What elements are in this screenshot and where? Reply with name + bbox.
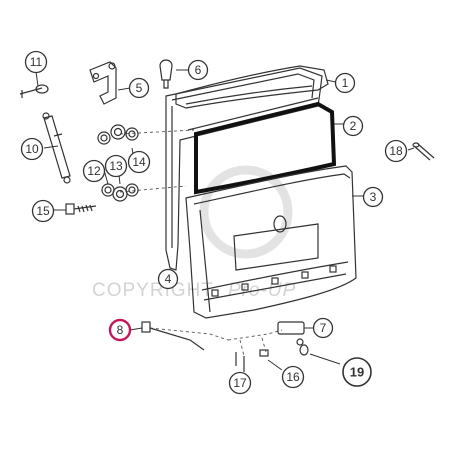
callout-12: 12 (82, 159, 106, 183)
callout-7: 7 (312, 317, 334, 339)
lock-actuator-part (277, 321, 305, 346)
license-lamp-row (211, 265, 337, 297)
svg-text:15: 15 (36, 204, 50, 218)
tailgate-frame-part (165, 67, 323, 271)
pin-part (412, 142, 435, 161)
hinge-bracket-part (89, 61, 117, 105)
release-rod-part (235, 352, 245, 372)
svg-text:8: 8 (117, 323, 124, 337)
svg-text:3: 3 (370, 190, 377, 204)
svg-text:17: 17 (233, 376, 247, 390)
svg-text:1: 1 (342, 76, 349, 90)
ball-stud-part (19, 84, 49, 98)
callout-16: 16 (281, 365, 305, 389)
svg-text:19: 19 (350, 365, 364, 380)
callout-3: 3 (362, 186, 384, 208)
small-clip-part (259, 349, 269, 357)
callout-17: 17 (228, 371, 252, 395)
callout-18: 18 (384, 139, 408, 163)
callout-14: 14 (127, 150, 151, 174)
bolt-part (65, 203, 97, 215)
svg-text:5: 5 (136, 81, 143, 95)
svg-text:4: 4 (165, 272, 172, 286)
svg-text:2: 2 (350, 119, 357, 133)
svg-text:18: 18 (389, 144, 403, 158)
callout-1: 1 (334, 72, 356, 94)
watermark: COPYRIGHT Pro-UP (92, 165, 296, 301)
svg-text:6: 6 (195, 63, 202, 77)
svg-text:12: 12 (87, 164, 101, 178)
svg-text:14: 14 (132, 155, 146, 169)
clip-part (159, 59, 173, 89)
leader-lines (35, 69, 415, 378)
callout-19: 19 (342, 357, 372, 387)
svg-text:13: 13 (109, 159, 123, 173)
svg-text:10: 10 (25, 142, 39, 156)
callout-11: 11 (24, 50, 48, 74)
copyright-symbol-watermark (199, 165, 293, 259)
tailgate-panel-part (185, 165, 357, 319)
assembly-guide-lines (119, 129, 283, 357)
callout-15: 15 (31, 199, 55, 223)
spoiler-part (175, 65, 329, 109)
switch-part (299, 344, 309, 356)
callout-5: 5 (128, 77, 150, 99)
svg-text:11: 11 (30, 55, 43, 69)
callout-4: 4 (157, 268, 179, 290)
svg-text:16: 16 (286, 370, 300, 384)
watermark-brand: Pro-UP (228, 280, 296, 301)
rear-window-glass-part (187, 97, 337, 195)
callout-6: 6 (187, 59, 209, 81)
callout-2: 2 (342, 115, 364, 137)
callout-10: 10 (20, 137, 44, 161)
rod-connector-part (141, 321, 205, 351)
svg-text:7: 7 (320, 321, 327, 335)
watermark-text: COPYRIGHT (92, 280, 214, 301)
callout-8: 8 (108, 318, 132, 342)
gas-strut-part (42, 112, 71, 184)
callout-13: 13 (104, 154, 128, 178)
